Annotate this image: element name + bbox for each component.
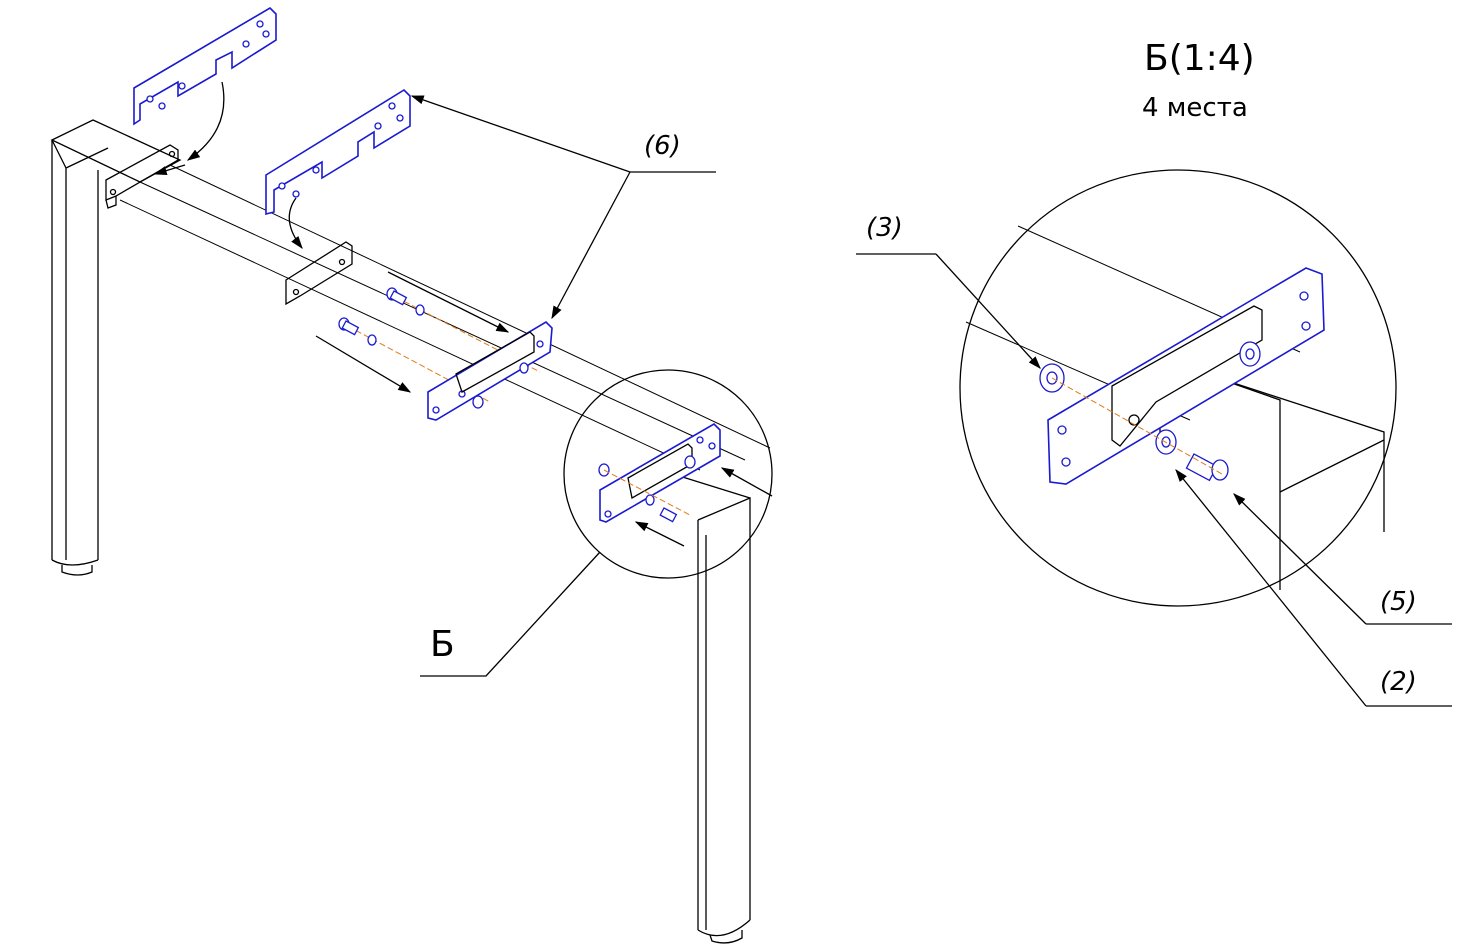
callout-3-label: (3): [866, 213, 903, 243]
callout-6-label: (6): [644, 131, 681, 161]
callout-2-label: (2): [1380, 667, 1417, 697]
crossbar-rail: [119, 164, 771, 471]
fasteners-middle: [338, 287, 541, 403]
callout-5-label: (5): [1380, 587, 1417, 617]
callout-2: [1175, 468, 1452, 707]
plate-right-leg: [598, 422, 721, 523]
detail-title: Б(1:4): [1144, 38, 1255, 79]
plate-top-left: [133, 6, 277, 126]
plate-middle: [265, 88, 411, 216]
detail-subtitle: 4 места: [1142, 93, 1248, 123]
plate-mid-assembly: [427, 320, 553, 421]
bracket-left: [105, 144, 179, 209]
callout-3: [856, 253, 1041, 369]
detail-view: [959, 169, 1397, 607]
callout-6: [410, 95, 716, 320]
view-b-marker: Б: [430, 624, 455, 665]
callout-5: [1233, 493, 1452, 625]
bracket-middle: [285, 241, 353, 306]
detail-b-circle: [420, 369, 773, 677]
left-leg: [50, 119, 182, 576]
